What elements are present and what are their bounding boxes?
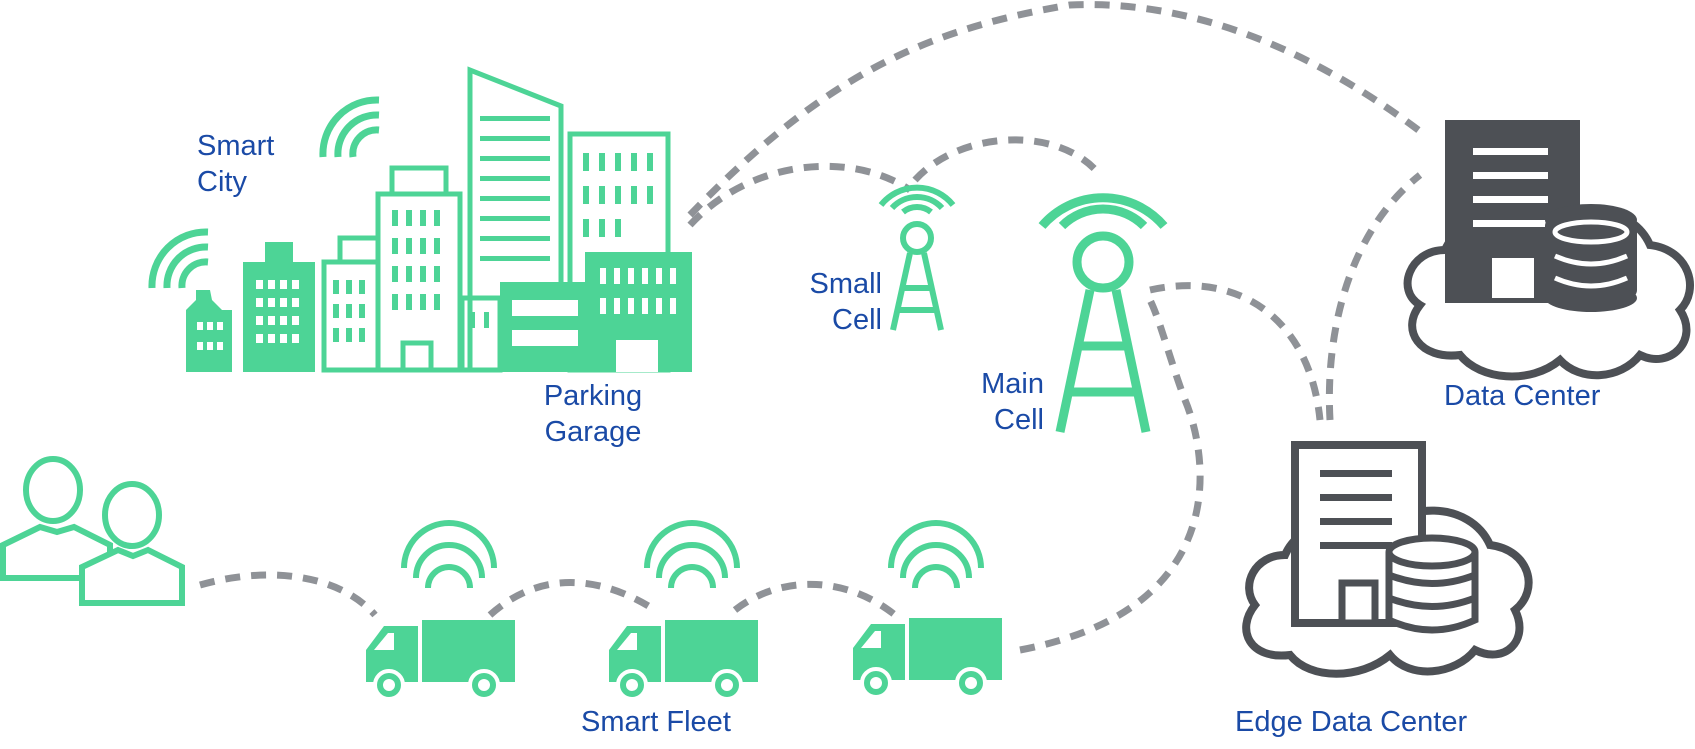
building-windows: [333, 280, 365, 342]
parking-garage-label-line1: Parking: [543, 380, 643, 412]
small-cell-label: Small Cell: [760, 266, 882, 338]
parking-garage-icon: [500, 252, 692, 372]
smart-fleet-label: Smart Fleet: [581, 706, 731, 738]
building-icon: [375, 165, 463, 373]
link-smallcell-maincell: [912, 136, 1103, 183]
smart-city-group: [148, 66, 692, 373]
smart-city-label: Smart City: [197, 128, 274, 200]
wifi-icon: [148, 228, 209, 289]
cell-tower-icon: [1038, 193, 1168, 433]
user-icon: [79, 481, 185, 606]
edge-data-center-label: Edge Data Center: [1235, 706, 1468, 738]
link-truck3-maincell: [1019, 298, 1204, 654]
link-users-truck1: [199, 571, 378, 618]
wifi-icon: [319, 96, 380, 158]
link-garage-datacenter: [687, 1, 1428, 218]
truck-icon: [853, 520, 1002, 699]
link-garage-smallcell: [687, 162, 912, 228]
users-group: [0, 456, 185, 606]
connection-links: [199, 1, 1428, 654]
smart-city-label-line1: Smart: [197, 130, 275, 162]
small-cell-label-line2: Cell: [832, 304, 882, 336]
link-maincell-edge: [1149, 282, 1324, 421]
link-truck2-truck3: [732, 580, 898, 618]
database-icon: [1385, 534, 1479, 634]
data-center-label: Data Center: [1444, 380, 1601, 412]
database-icon: [1545, 204, 1637, 312]
main-cell-label: Main Cell: [920, 366, 1044, 438]
link-edge-datacenter: [1325, 172, 1423, 421]
building-windows: [583, 153, 653, 237]
parking-garage-label-line2: Garage: [544, 416, 642, 448]
main-cell-label-line1: Main: [981, 368, 1044, 400]
parking-garage-label: Parking Garage: [520, 378, 666, 450]
small-cell-label-line1: Small: [809, 268, 882, 300]
truck-icon: [366, 520, 515, 701]
smart-city-label-line2: City: [197, 166, 247, 198]
main-cell-label-line2: Cell: [994, 404, 1044, 436]
building-windows: [392, 210, 440, 310]
building-icon: [467, 66, 564, 370]
link-truck1-truck2: [487, 579, 657, 618]
building-floors: [480, 116, 550, 261]
building-icon: [186, 290, 232, 372]
data-center-group: [1403, 120, 1694, 381]
truck-icon: [609, 520, 758, 701]
edge-data-center-group: [1242, 441, 1533, 678]
building-icon: [243, 242, 315, 372]
cell-tower-icon: [878, 184, 956, 331]
